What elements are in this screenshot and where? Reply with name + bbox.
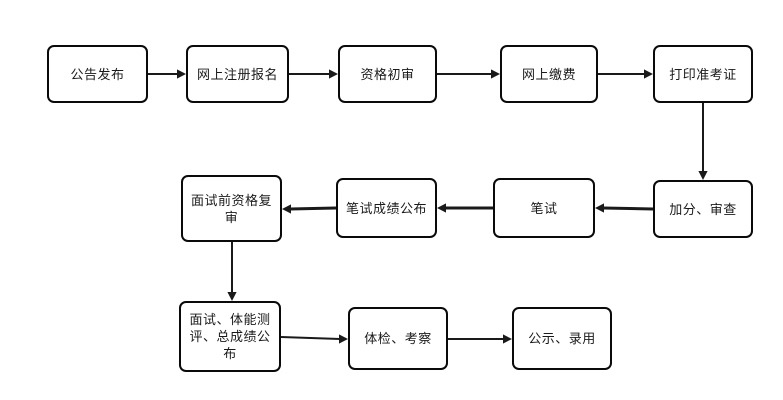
flow-node-label: 笔试成绩公布 — [345, 200, 427, 216]
flow-node-label: 打印准考证 — [669, 66, 737, 82]
flow-node-n5[interactable]: 打印准考证 — [653, 45, 753, 103]
edge-n1-to-n2 — [148, 69, 186, 79]
flow-node-n3[interactable]: 资格初审 — [338, 45, 437, 103]
flow-node-n1[interactable]: 公告发布 — [47, 45, 148, 103]
flow-node-n12[interactable]: 公示、录用 — [512, 307, 612, 370]
edge-n10-to-n11 — [280, 334, 348, 344]
flow-node-label: 笔试 — [530, 200, 558, 216]
edge-n7-to-n8 — [437, 203, 493, 213]
edge-n3-to-n4 — [437, 69, 500, 79]
flow-node-label: 公告发布 — [70, 66, 125, 82]
flow-node-label: 面试、体能测评、总成绩公布 — [189, 312, 271, 361]
flow-node-label: 公示、录用 — [528, 331, 596, 346]
edge-n11-to-n12 — [448, 334, 512, 344]
flow-node-n10[interactable]: 面试、体能测评、总成绩公布 — [179, 301, 281, 372]
flow-node-n6[interactable]: 加分、审查 — [653, 180, 753, 238]
flow-node-n4[interactable]: 网上缴费 — [500, 45, 598, 103]
flow-node-n7[interactable]: 笔试 — [493, 178, 595, 238]
flow-node-label: 加分、审查 — [669, 201, 737, 217]
edge-n2-to-n3 — [289, 69, 338, 79]
edge-n4-to-n5 — [598, 69, 653, 79]
flow-node-n11[interactable]: 体检、考察 — [348, 307, 448, 370]
flow-node-n2[interactable]: 网上注册报名 — [186, 45, 289, 103]
edge-n5-to-n6 — [698, 103, 708, 180]
edge-n8-to-n9 — [282, 204, 337, 214]
flow-node-label: 资格初审 — [360, 66, 415, 82]
edge-n9-to-n10 — [227, 242, 237, 301]
flow-node-n8[interactable]: 笔试成绩公布 — [336, 178, 437, 238]
flow-node-label: 体检、考察 — [364, 331, 432, 346]
edge-n6-to-n7 — [595, 203, 654, 213]
flow-node-label: 网上缴费 — [521, 66, 576, 82]
flow-node-label: 网上注册报名 — [196, 66, 278, 82]
flow-node-label: 面试前资格复审 — [190, 192, 272, 225]
flow-node-n9[interactable]: 面试前资格复审 — [181, 175, 282, 242]
